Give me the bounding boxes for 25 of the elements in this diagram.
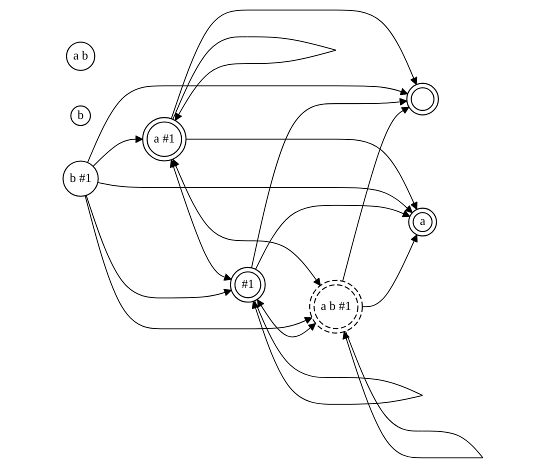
node-circle: a: [408, 208, 437, 236]
arrow: [252, 300, 423, 405]
arrow: [255, 204, 410, 270]
arrow: [251, 98, 408, 268]
arrow: [84, 195, 312, 330]
node-circle: b: [70, 105, 91, 126]
arrow: [186, 138, 418, 210]
arrow: [92, 135, 143, 167]
node-circle: b #1: [62, 160, 99, 197]
arrow: [170, 10, 418, 120]
arrow: [172, 159, 321, 286]
arrow: [342, 330, 484, 458]
arrow: [172, 36, 336, 121]
node-circle: a #1: [142, 117, 186, 162]
arrow: [342, 106, 410, 282]
arrow: [362, 234, 418, 308]
arrow: [170, 160, 232, 281]
node-circle: #1: [230, 266, 266, 303]
node-circle: a b: [66, 42, 96, 71]
arrow: [87, 85, 408, 163]
arrow: [256, 299, 316, 338]
arrow: [86, 194, 232, 298]
node-circle: [406, 82, 439, 116]
node-circle: a b #1: [309, 280, 363, 334]
arrow: [97, 182, 413, 214]
